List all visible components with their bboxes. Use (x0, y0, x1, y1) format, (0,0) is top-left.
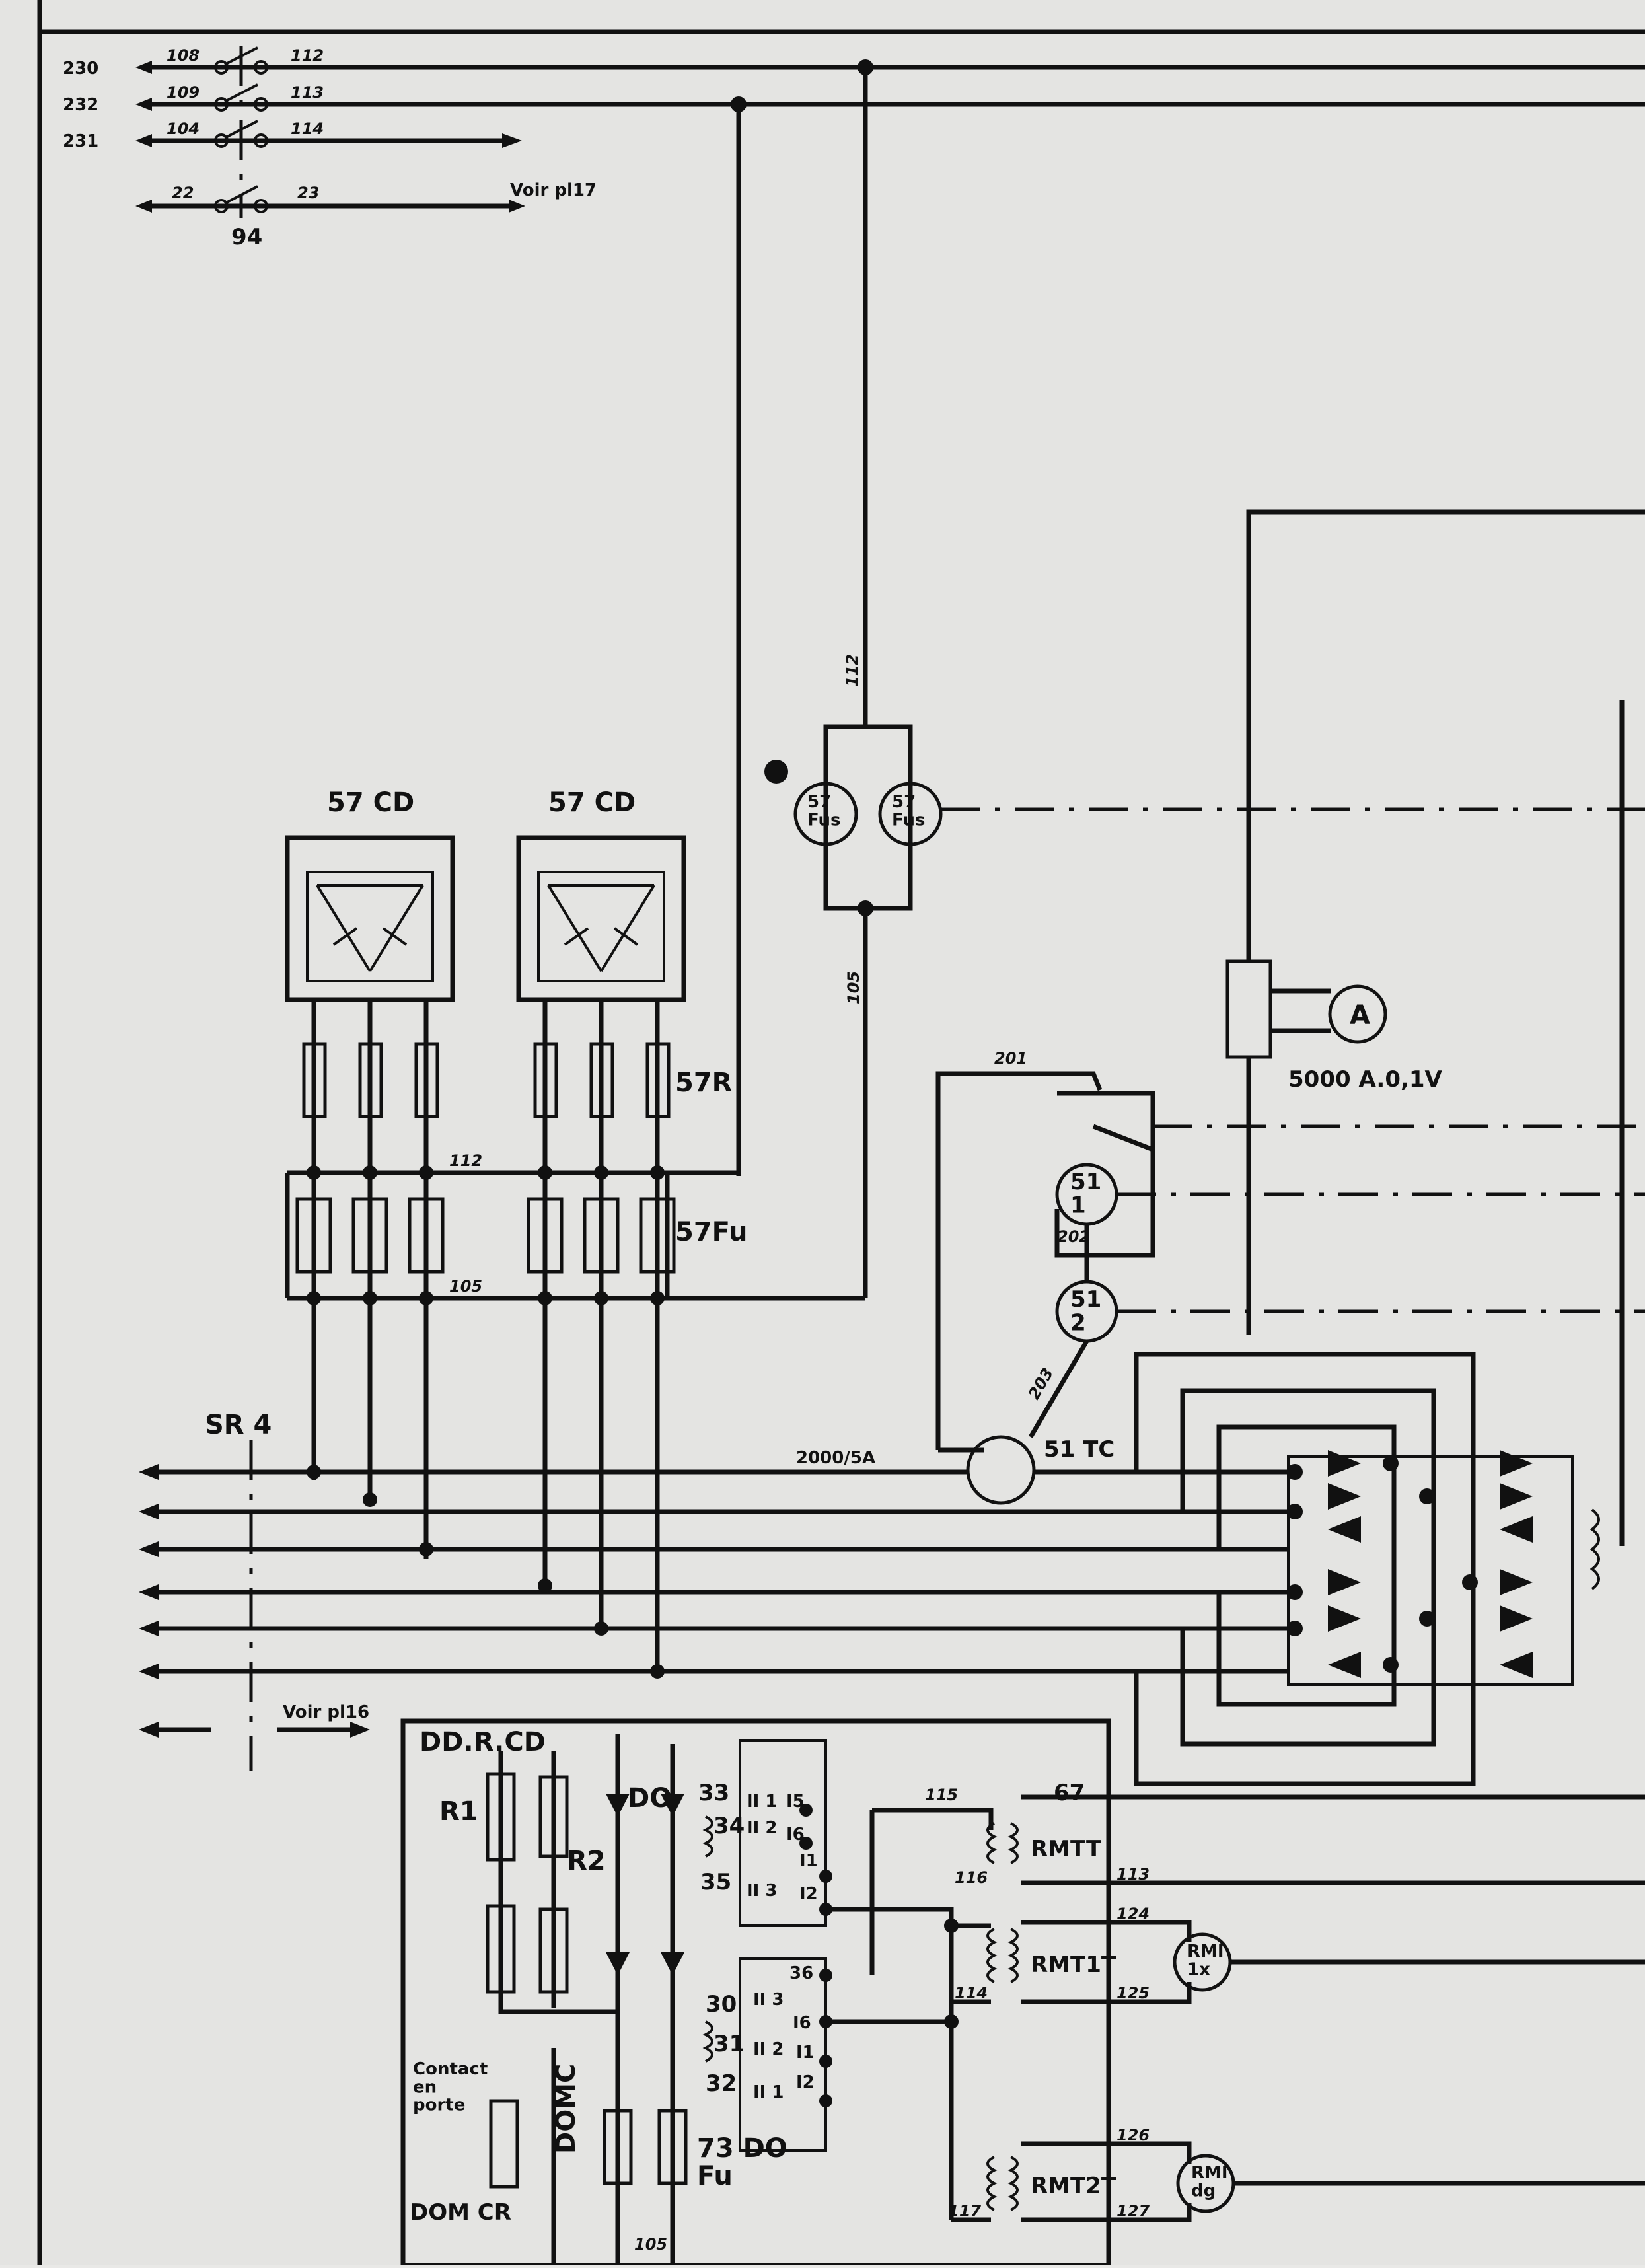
contact-b-ii1: II 1 (753, 2082, 784, 2102)
pin-31: 31 (713, 2031, 745, 2057)
wire-125: 125 (1116, 1984, 1150, 2002)
contact-b-i6: I6 (793, 2013, 811, 2033)
do-label: DO (628, 1783, 672, 1813)
pin-30: 30 (706, 1991, 737, 2018)
pin-35: 35 (700, 1869, 731, 1895)
relay-block-a (702, 1739, 832, 1927)
s57fu-fuse-bank (285, 1165, 865, 1305)
contact-a-i5: I5 (786, 1792, 805, 1811)
wire-label-231: 231 (63, 131, 98, 151)
wire-124: 124 (1116, 1905, 1150, 1923)
dom-mc-label: DOMC (551, 2064, 581, 2154)
top-feeder-wires (135, 46, 1645, 218)
contact-b-i2: I2 (796, 2072, 815, 2092)
switch-label-94: 94 (231, 224, 262, 250)
wire-label-113: 113 (291, 83, 324, 102)
wire-label-23: 23 (297, 184, 319, 202)
wire-105-label: 105 (634, 2235, 667, 2253)
s57r-resistor-bank (302, 1042, 671, 1118)
rmt-t3-label: RMT2T (1031, 2173, 1117, 2199)
wire-57fus-top: 112 (843, 654, 861, 687)
rectifier-bridge (1134, 1352, 1600, 1786)
contact-b-ii2: II 2 (753, 2039, 784, 2059)
bus-112-label: 112 (449, 1152, 482, 1170)
s57cd-left-box (285, 835, 455, 1559)
wire-117: 117 (948, 2202, 981, 2220)
s57fu-label: 57Fu (675, 1217, 747, 1247)
rmt-t2-label: RMT1T (1031, 1952, 1117, 1978)
s57cd-right-box (516, 835, 686, 1671)
wire-label-108: 108 (166, 46, 200, 65)
ddrcd-title: DD.R.CD (420, 1727, 546, 1757)
rmt-t1-label: RMTT (1031, 1836, 1102, 1862)
contact-a-i6: I6 (786, 1825, 805, 1845)
ammeter-symbol: A (1350, 1000, 1370, 1031)
wire-115: 115 (925, 1786, 958, 1804)
shunt-rating: 5000 A.0,1V (1288, 1066, 1443, 1093)
wire-label-22: 22 (172, 184, 194, 202)
contact-a-ii3: II 3 (747, 1881, 778, 1901)
rmt-transformers (826, 1794, 1645, 2222)
contact-a-i1: I1 (799, 1851, 818, 1871)
r1-label: R1 (439, 1796, 478, 1827)
pin-33: 33 (698, 1780, 729, 1806)
contact-a-ii2: II 2 (747, 1818, 778, 1838)
wire-label-104: 104 (166, 120, 200, 138)
wire-label-114: 114 (291, 120, 324, 138)
relay-block-b (702, 1957, 832, 2152)
wire-label-232: 232 (63, 95, 98, 115)
s57cd-left-label: 57 CD (327, 787, 414, 818)
s57cd-right-label: 57 CD (548, 787, 636, 818)
ref-voir-pl16: Voir pl16 (283, 1702, 369, 1722)
wire-127: 127 (1116, 2202, 1150, 2220)
wire-label-230: 230 (63, 59, 98, 79)
fuse-57fus-pair (764, 724, 1645, 1298)
dom-cr-label: DOM CR (410, 2199, 511, 2226)
wire-label-109: 109 (166, 83, 200, 102)
r2-label: R2 (567, 1846, 606, 1876)
wire-57fus-bottom: 105 (844, 971, 863, 1004)
contact-a-i2: I2 (799, 1884, 818, 1904)
shunt-ammeter (1225, 509, 1645, 1546)
contact-b-36: 36 (789, 1963, 813, 1983)
contact-a-ii1: II 1 (747, 1792, 778, 1811)
wire-116: 116 (955, 1868, 988, 1887)
contact-b-ii3: II 3 (753, 1990, 784, 2010)
wire-126: 126 (1116, 2126, 1150, 2144)
wire-113b: 113 (1116, 1865, 1150, 1884)
ct-ratio-label: 2000/5A (796, 1448, 875, 1468)
sr4-label: SR 4 (205, 1410, 272, 1440)
wire-67: 67 (1054, 1780, 1085, 1806)
pin-34: 34 (713, 1813, 745, 1839)
pin-32: 32 (706, 2070, 737, 2097)
s51-tc-label: 51 TC (1044, 1436, 1115, 1463)
ref-voir-pl17: Voir pl17 (510, 180, 597, 200)
contact-b-i1: I1 (796, 2043, 815, 2063)
wire-114b: 114 (955, 1984, 988, 2002)
bus-105-label: 105 (449, 1277, 482, 1296)
sr4-bus-bars (139, 1440, 1288, 1771)
wire-label-112: 112 (291, 46, 324, 65)
s57r-label: 57R (675, 1068, 732, 1098)
wire-201: 201 (994, 1049, 1027, 1068)
s51-relay-circuit (935, 1071, 1645, 1505)
wire-202: 202 (1057, 1227, 1090, 1246)
